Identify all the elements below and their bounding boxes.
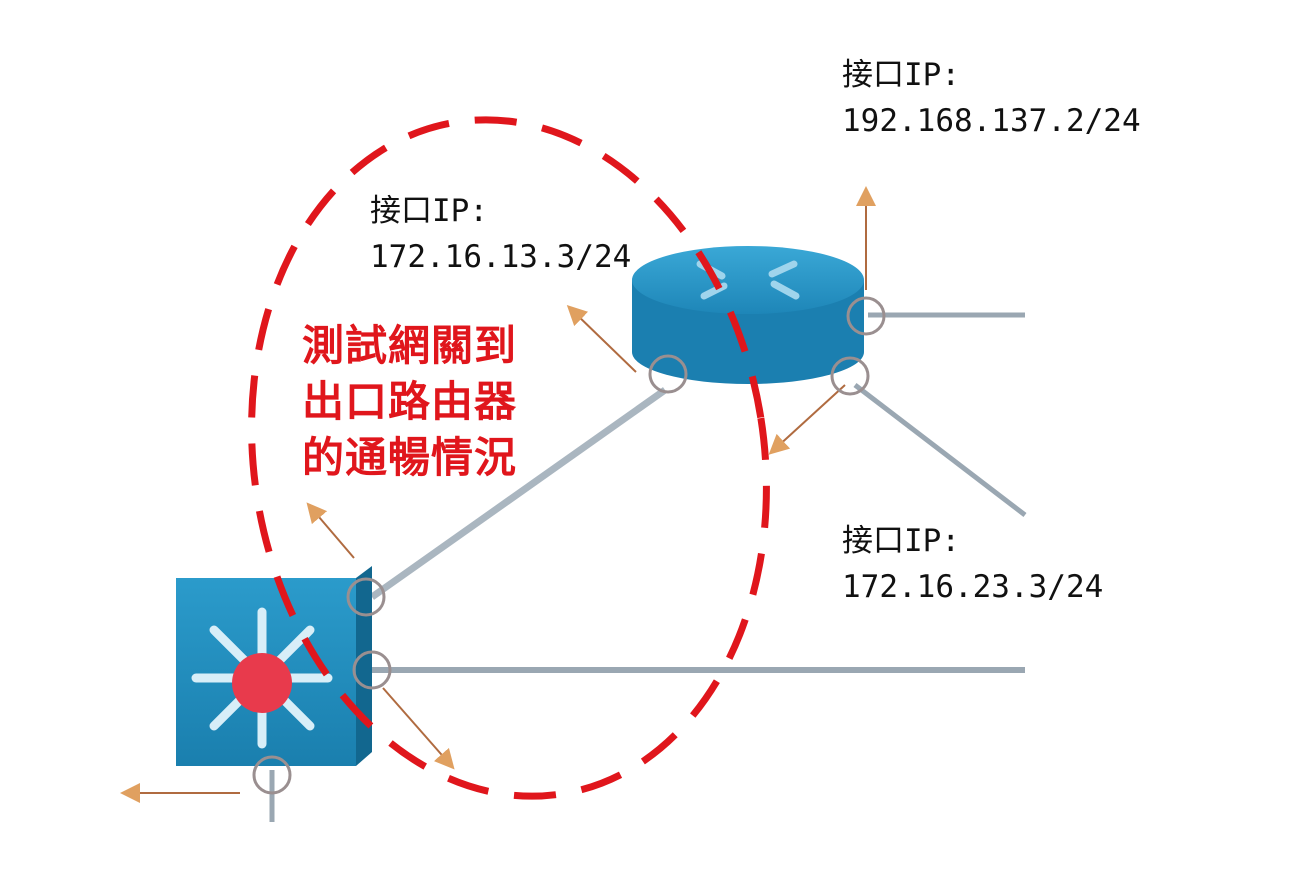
arrow-switch-down — [382, 687, 455, 770]
router-icon — [632, 246, 864, 384]
interface-label-title: 接口IP: — [842, 523, 960, 559]
interface-label-title: 接口IP: — [370, 193, 488, 229]
arrow-router-left — [566, 305, 637, 373]
highlight-dashed-ellipse — [248, 116, 770, 800]
interface-ip-address: 172.16.23.3/24 — [842, 569, 1104, 605]
annotation-line: 出口路由器 — [302, 377, 518, 426]
link-switch-router — [369, 387, 668, 600]
interface-port-router-bottom — [830, 356, 870, 396]
switch-center-dot — [232, 653, 292, 713]
interface-label-bottom-right: 接口IP: 172.16.23.3/24 — [842, 518, 1103, 610]
interface-port-switch-top — [346, 577, 386, 617]
interface-ip-address: 192.168.137.2/24 — [842, 103, 1141, 139]
switch-icon — [176, 566, 372, 766]
interface-port-router-right — [846, 296, 886, 336]
arrow-router-down — [768, 384, 846, 455]
interface-label-top-center: 接口IP: 172.16.13.3/24 — [370, 188, 631, 280]
interface-label-top-right: 接口IP: 192.168.137.2/24 — [842, 52, 1141, 144]
arrow-switch-up — [306, 502, 355, 559]
interface-port-router-left — [648, 354, 688, 394]
annotation-line: 的通暢情況 — [302, 433, 518, 482]
interface-port-switch-bottom — [252, 755, 292, 795]
interface-port-switch-right — [352, 650, 392, 690]
interface-label-title: 接口IP: — [842, 57, 960, 93]
annotation-line: 測試網關到 — [302, 321, 518, 370]
test-annotation: 測試網關到 出口路由器 的通暢情況 — [302, 318, 517, 486]
link-router-diagonal — [853, 383, 1027, 517]
interface-ip-address: 172.16.13.3/24 — [370, 239, 632, 275]
